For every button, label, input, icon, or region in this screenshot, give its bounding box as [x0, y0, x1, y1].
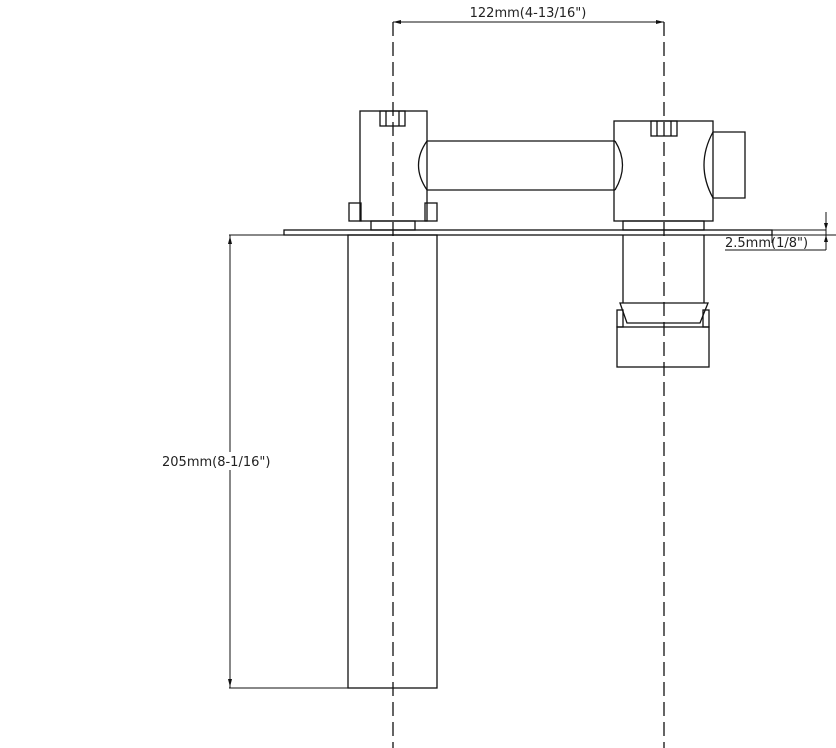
handle-body: [348, 110, 438, 231]
spacing-dimension: 122mm(4-13/16"): [393, 6, 664, 24]
plate-thickness-label: 2.5mm(1/8"): [725, 236, 808, 251]
handle-top-nut: [379, 110, 406, 127]
deck-plate: [283, 229, 773, 236]
handle-stem: [347, 234, 438, 689]
spout-top-nut: [650, 120, 678, 137]
plate-thickness-dimension: 2.5mm(1/8"): [725, 212, 828, 251]
depth-dimension: 205mm(8-1/16"): [160, 235, 348, 689]
connecting-pipe: [417, 140, 624, 191]
spout-body: [613, 120, 746, 231]
depth-dimension-label: 205mm(8-1/16"): [162, 455, 270, 470]
spacing-dimension-label: 122mm(4-13/16"): [470, 6, 587, 21]
spout-mounting: [616, 235, 710, 368]
mounting-nut: [616, 326, 710, 368]
